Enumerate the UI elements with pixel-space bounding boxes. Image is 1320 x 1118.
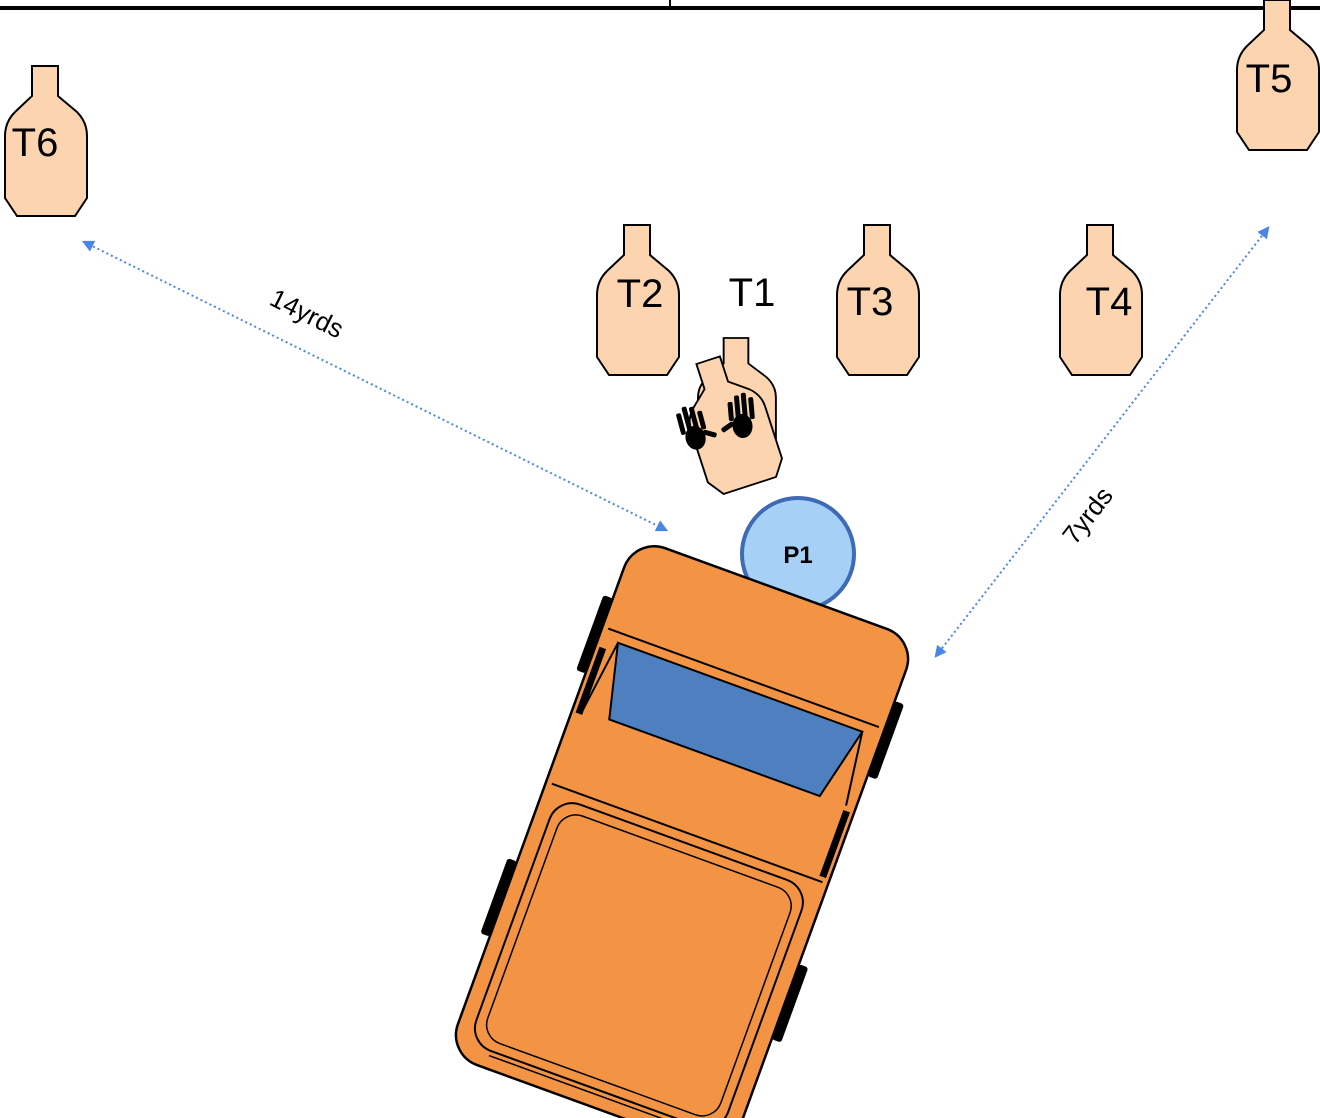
distance-arrow-left — [81, 240, 669, 532]
shooter-position-label: P1 — [783, 542, 812, 569]
distance-label-left: 14yrds — [265, 283, 348, 345]
target-t5-label: T5 — [1246, 57, 1293, 101]
distance-label-right: 7yrds — [1056, 481, 1119, 550]
pickup-truck-icon — [454, 545, 910, 1118]
target-t6-label: T6 — [12, 121, 59, 165]
hands-no-shoot-icon — [676, 392, 755, 450]
target-t1-label: T1 — [729, 271, 776, 315]
target-t5: T5 — [1236, 0, 1320, 151]
distance-arrow-right — [934, 226, 1270, 658]
target-t3-label: T3 — [847, 280, 894, 324]
target-t3: T3 — [836, 224, 920, 376]
target-t6: T6 — [4, 65, 88, 217]
target-t1 — [671, 337, 788, 499]
target-t4: T4 — [1059, 224, 1143, 376]
target-t2-label: T2 — [617, 272, 664, 316]
target-t2: T2 — [596, 224, 680, 376]
target-t4-label: T4 — [1086, 280, 1133, 324]
